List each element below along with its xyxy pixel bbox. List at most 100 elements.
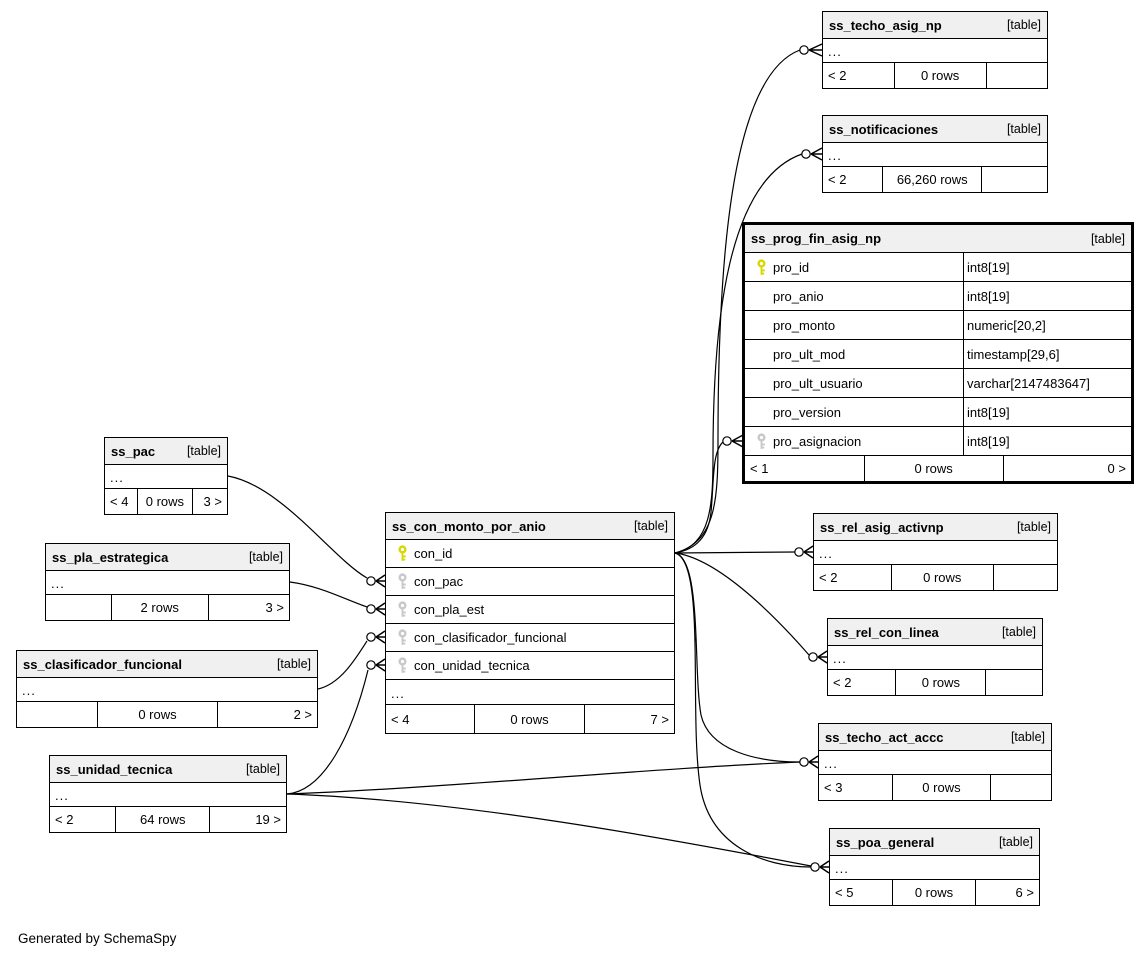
column-row[interactable]: pro_ult_mod timestamp[29,6]: [745, 340, 1131, 369]
table-header[interactable]: ss_pac [table]: [105, 438, 227, 465]
table-header[interactable]: ss_prog_fin_asig_np [table]: [745, 225, 1131, 253]
column-row[interactable]: pro_ult_usuario varchar[2147483647]: [745, 369, 1131, 398]
table-header[interactable]: ss_con_monto_por_anio [table]: [386, 513, 674, 540]
table-footer: 2 rows 3 >: [46, 595, 289, 620]
footer-parent-count: < 2: [50, 807, 117, 832]
column-row[interactable]: con_clasificador_funcional: [386, 624, 674, 652]
column-name: con_clasificador_funcional: [414, 630, 567, 645]
column-name: con_pla_est: [414, 602, 485, 617]
columns-ellipsis: ...: [105, 465, 227, 489]
table-footer: < 2 0 rows: [814, 565, 1057, 590]
footer-child-count: 19 >: [255, 812, 281, 827]
connector-con_pla_est: [367, 603, 385, 615]
column-name: con_pac: [414, 574, 464, 589]
table-node-ss_prog_fin_asig_np: ss_prog_fin_asig_np [table] pro_id int8[…: [742, 222, 1134, 484]
table-header[interactable]: ss_techo_asig_np [table]: [823, 12, 1047, 39]
table-name[interactable]: ss_clasificador_funcional: [23, 656, 182, 672]
generator-note: Generated by SchemaSpy: [18, 931, 177, 946]
table-tag: [table]: [633, 519, 668, 533]
column-name: pro_monto: [773, 317, 836, 333]
table-name[interactable]: ss_con_monto_por_anio: [392, 518, 546, 534]
table-name[interactable]: ss_rel_con_linea: [834, 624, 939, 640]
footer-child-count: 0 >: [1107, 461, 1126, 476]
footer-parent-count: < 4: [105, 489, 138, 514]
columns-ellipsis: ...: [828, 646, 1042, 670]
table-header[interactable]: ss_rel_con_linea [table]: [828, 619, 1042, 646]
table-footer: < 5 0 rows 6 >: [830, 880, 1039, 905]
column-type: int8[19]: [963, 253, 1131, 281]
zero-circle-icon: [811, 863, 819, 871]
column-name: pro_id: [773, 259, 810, 275]
table-name[interactable]: ss_pac: [111, 443, 156, 459]
table-header[interactable]: ss_rel_asig_activnp [table]: [814, 514, 1057, 541]
column-row[interactable]: pro_id int8[19]: [745, 253, 1131, 282]
column-type: numeric[20,2]: [963, 311, 1131, 339]
footer-child-count: 3 >: [265, 600, 284, 615]
footer-parent-count: [17, 702, 98, 727]
table-header[interactable]: ss_notificaciones [table]: [823, 116, 1047, 143]
footer-row-count: 0 rows: [475, 705, 585, 733]
footer-row-count: 64 rows: [116, 807, 211, 832]
table-node-ss_poa_general: ss_poa_general [table] ... < 5 0 rows 6 …: [829, 828, 1040, 906]
table-name[interactable]: ss_notificaciones: [829, 121, 939, 137]
relationship-edge: [287, 794, 811, 866]
foreign-key-icon: [397, 601, 407, 617]
footer-child-count: [994, 565, 1057, 590]
crows-foot-icon: [809, 756, 818, 768]
column-row[interactable]: pro_asignacion int8[19]: [745, 427, 1131, 456]
table-name[interactable]: ss_poa_general: [836, 834, 935, 850]
table-header[interactable]: ss_techo_act_accc [table]: [819, 724, 1051, 751]
table-footer: < 1 0 rows 0 >: [745, 456, 1131, 481]
footer-parent-count: < 1: [745, 456, 865, 481]
table-tag: [table]: [998, 835, 1033, 849]
table-node-ss_techo_act_accc: ss_techo_act_accc [table] ... < 3 0 rows: [818, 723, 1052, 801]
table-tag: [table]: [276, 657, 311, 671]
column-row[interactable]: pro_monto numeric[20,2]: [745, 311, 1131, 340]
column-row[interactable]: pro_anio int8[19]: [745, 282, 1131, 311]
table-name[interactable]: ss_techo_asig_np: [829, 17, 942, 33]
table-node-ss_pac: ss_pac [table] ... < 4 0 rows 3 >: [104, 437, 228, 515]
column-name: pro_asignacion: [773, 433, 862, 449]
connector-ss_notificaciones: [802, 148, 822, 160]
table-tag: [table]: [1006, 122, 1041, 136]
zero-circle-icon: [367, 661, 375, 669]
table-header[interactable]: ss_pla_estrategica [table]: [46, 544, 289, 571]
crows-foot-icon: [809, 44, 822, 56]
table-header[interactable]: ss_poa_general [table]: [830, 829, 1039, 856]
footer-child-count: 6 >: [1015, 885, 1034, 900]
footer-parent-count: < 4: [386, 705, 476, 733]
table-name[interactable]: ss_rel_asig_activnp: [820, 519, 944, 535]
foreign-key-icon: [756, 432, 766, 449]
column-row[interactable]: con_pac: [386, 568, 674, 596]
table-name[interactable]: ss_prog_fin_asig_np: [751, 231, 882, 246]
column-row[interactable]: con_pla_est: [386, 596, 674, 624]
zero-circle-icon: [800, 758, 808, 766]
table-name[interactable]: ss_pla_estrategica: [52, 549, 169, 565]
connector-ss_rel_con_linea: [809, 651, 827, 663]
column-row[interactable]: pro_version int8[19]: [745, 398, 1131, 427]
table-footer: < 2 66,260 rows: [823, 167, 1047, 192]
footer-child-count: 3 >: [203, 494, 222, 509]
columns-ellipsis: ...: [823, 39, 1047, 63]
table-header[interactable]: ss_unidad_tecnica [table]: [50, 756, 286, 783]
table-name[interactable]: ss_techo_act_accc: [825, 729, 944, 745]
primary-key-icon: [756, 258, 766, 275]
crows-foot-icon: [820, 861, 829, 873]
footer-child-count: [986, 670, 1042, 695]
column-type: int8[19]: [963, 282, 1131, 310]
column-type: timestamp[29,6]: [963, 340, 1131, 368]
column-row[interactable]: con_id: [386, 540, 674, 568]
connector-ss_techo_act_accc: [800, 756, 818, 768]
footer-parent-count: < 2: [814, 565, 892, 590]
column-name: pro_ult_usuario: [773, 375, 863, 391]
table-header[interactable]: ss_clasificador_funcional [table]: [17, 651, 317, 678]
zero-circle-icon: [367, 633, 375, 641]
table-tag: [table]: [1006, 18, 1041, 32]
connector-ss_rel_asig_activnp: [795, 546, 813, 558]
table-name[interactable]: ss_unidad_tecnica: [56, 761, 173, 777]
columns-ellipsis: ...: [823, 143, 1047, 167]
column-row[interactable]: con_unidad_tecnica: [386, 652, 674, 680]
column-type: varchar[2147483647]: [963, 369, 1131, 397]
crows-foot-icon: [376, 575, 385, 587]
